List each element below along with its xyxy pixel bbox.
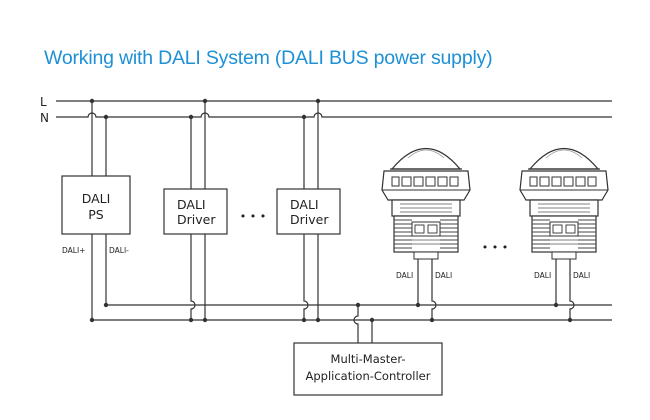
- controller-label-line2: Application-Controller: [306, 369, 431, 383]
- multi-master-controller: Multi-Master- Application-Controller: [293, 342, 443, 396]
- led-fixture-1: [381, 147, 471, 260]
- wires: [56, 100, 612, 343]
- dali-driver-2: DALI Driver: [276, 188, 341, 235]
- ps-label-line1: DALI: [82, 191, 111, 206]
- dali-driver-1: DALI Driver: [163, 188, 228, 235]
- ellipsis-fixtures: • • •: [482, 241, 508, 254]
- driver2-label-line2: Driver: [290, 212, 329, 227]
- driver1-label-line1: DALI: [177, 197, 206, 212]
- fixture2-terminal-left: DALI: [534, 271, 551, 280]
- live-label: L: [40, 95, 47, 109]
- diagram-title: Working with DALI System (DALI BUS power…: [44, 47, 493, 69]
- ellipsis-drivers: • • •: [240, 210, 266, 223]
- neutral-bus: [56, 112, 612, 118]
- driver1-label-line2: Driver: [177, 212, 216, 227]
- ps-terminal-plus: DALI+: [62, 246, 85, 255]
- junction-dots: [89, 98, 573, 323]
- neutral-label: N: [40, 111, 49, 125]
- fixture1-terminal-right: DALI: [435, 271, 452, 280]
- driver2-label-line1: DALI: [290, 197, 319, 212]
- ps-label-line2: PS: [88, 207, 104, 222]
- ps-terminal-minus: DALI-: [109, 246, 129, 255]
- controller-label-line1: Multi-Master-: [331, 352, 406, 366]
- led-fixture-2: [519, 147, 609, 260]
- dali-power-supply: DALI PS: [61, 175, 131, 235]
- fixture1-terminal-left: DALI: [396, 271, 413, 280]
- fixture2-terminal-right: DALI: [573, 271, 590, 280]
